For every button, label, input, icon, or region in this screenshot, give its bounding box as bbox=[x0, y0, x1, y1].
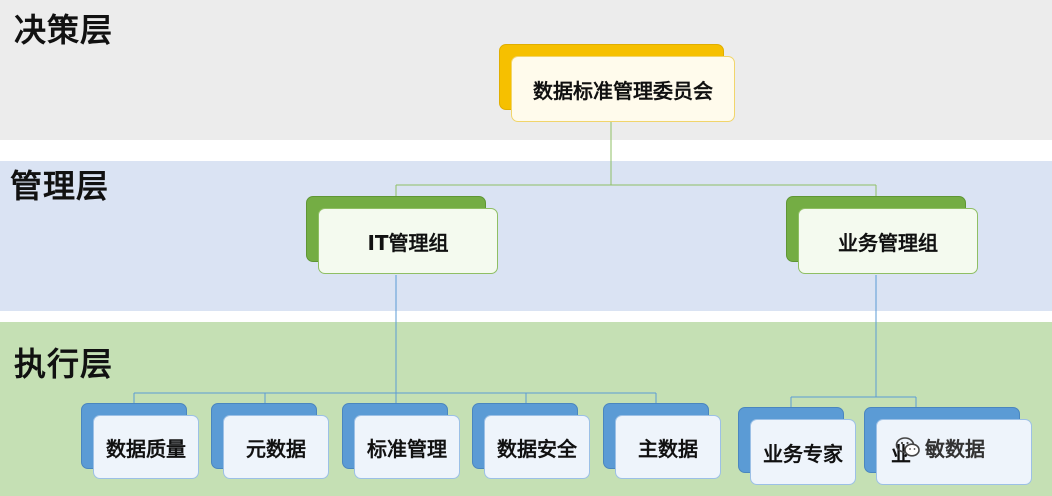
node-master-data: 主数据 bbox=[603, 403, 721, 480]
node-standard-mgmt: 标准管理 bbox=[342, 403, 460, 480]
node-it-group-label: IT管理组 bbox=[318, 208, 498, 274]
node-metadata: 元数据 bbox=[211, 403, 329, 480]
node-business-expert: 业务专家 bbox=[738, 407, 856, 487]
node-business-group-label: 业务管理组 bbox=[798, 208, 978, 274]
wechat-icon bbox=[895, 437, 920, 457]
management-layer-label: 管理层 bbox=[10, 167, 110, 205]
node-data-quality: 数据质量 bbox=[81, 403, 199, 480]
node-standard-mgmt-label: 标准管理 bbox=[354, 415, 460, 479]
node-it-group: IT管理组 bbox=[306, 196, 499, 276]
node-master-data-label: 主数据 bbox=[615, 415, 721, 479]
node-data-security: 数据安全 bbox=[472, 403, 590, 480]
node-business-expert-label: 业务专家 bbox=[750, 419, 856, 485]
node-data-security-label: 数据安全 bbox=[484, 415, 590, 479]
node-committee: 数据标准管理委员会 bbox=[499, 44, 737, 124]
node-metadata-label: 元数据 bbox=[223, 415, 329, 479]
node-data-quality-label: 数据质量 bbox=[93, 415, 199, 479]
watermark: 敏数据 bbox=[895, 430, 985, 464]
node-business-group: 业务管理组 bbox=[786, 196, 979, 276]
decision-layer-label: 决策层 bbox=[14, 11, 114, 49]
node-committee-label: 数据标准管理委员会 bbox=[511, 56, 735, 122]
execution-layer-label: 执行层 bbox=[14, 345, 114, 383]
watermark-text: 敏数据 bbox=[925, 436, 985, 461]
